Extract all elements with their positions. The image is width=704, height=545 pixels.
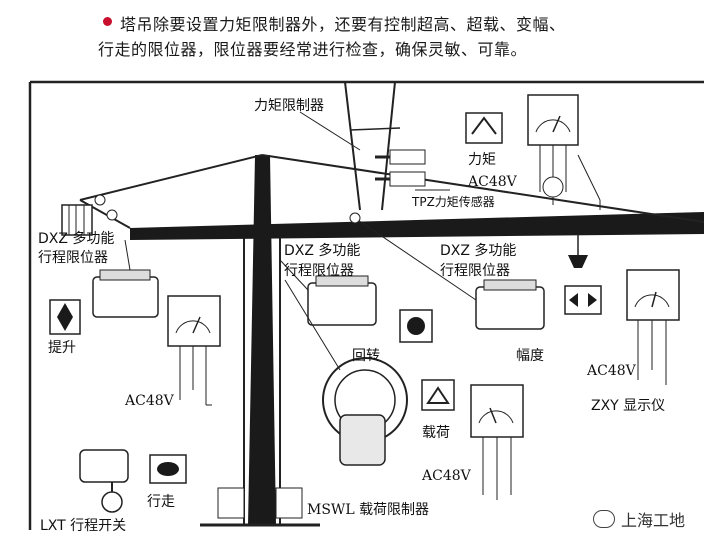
label-slew: 回转 [352, 348, 380, 364]
intro-line-2: 行走的限位器，限位器要经常进行检查，确保灵敏、可靠。 [98, 40, 528, 59]
label-dxz-mid-1: DXZ 多功能 [284, 242, 360, 259]
hook [568, 234, 588, 268]
tower-mast [243, 155, 281, 525]
torque-display [465, 94, 601, 210]
jib [79, 154, 704, 240]
label-mswl: MSWL 载荷限制器 [307, 502, 429, 518]
label-dxz-right-1: DXZ 多功能 [440, 242, 516, 259]
label-ac-left: AC48V [124, 393, 175, 409]
dxz-limiter-left [49, 239, 221, 406]
wechat-icon [593, 510, 615, 528]
label-torque: 力矩 [468, 152, 496, 168]
label-dxz-mid-2: 行程限位器 [284, 263, 354, 279]
load-display [421, 379, 524, 500]
label-torque-limiter: 力矩限制器 [254, 98, 324, 114]
label-travel: 行走 [147, 494, 175, 510]
mswl-load-limiter [284, 279, 408, 466]
label-tpz-sensor: TPZ力矩传感器 [411, 194, 495, 209]
label-ac-right: AC48V [586, 363, 637, 379]
bullet-dot [103, 17, 112, 26]
crane-base [200, 487, 320, 527]
label-zxy: ZXY 显示仪 [591, 398, 665, 414]
counterweight [61, 194, 118, 236]
label-ac-top: AC48V [467, 174, 518, 190]
label-dxz-left-1: DXZ 多功能 [38, 230, 114, 247]
watermark-text: 上海工地 [621, 511, 686, 530]
label-ac-bottom: AC48V [421, 468, 472, 484]
label-luffing: 幅度 [516, 348, 544, 364]
intro-text: 塔吊除要设置力矩限制器外，还要有控制超高、超载、变幅、 行走的限位器，限位器要经… [98, 12, 698, 62]
label-dxz-right-2: 行程限位器 [440, 263, 510, 279]
intro-line-1: 塔吊除要设置力矩限制器外，还要有控制超高、超载、变幅、 [120, 15, 566, 34]
torque-limiter-detail [299, 81, 450, 211]
lxt-travel-switch [79, 449, 187, 513]
label-load: 载荷 [422, 425, 450, 441]
label-lxt: LXT 行程开关 [40, 518, 126, 534]
dxz-limiter-middle [279, 259, 433, 343]
label-dxz-left-2: 行程限位器 [38, 250, 108, 266]
label-hoist: 提升 [48, 340, 76, 356]
dxz-limiter-right [349, 212, 680, 385]
watermark: 上海工地 [593, 507, 685, 531]
